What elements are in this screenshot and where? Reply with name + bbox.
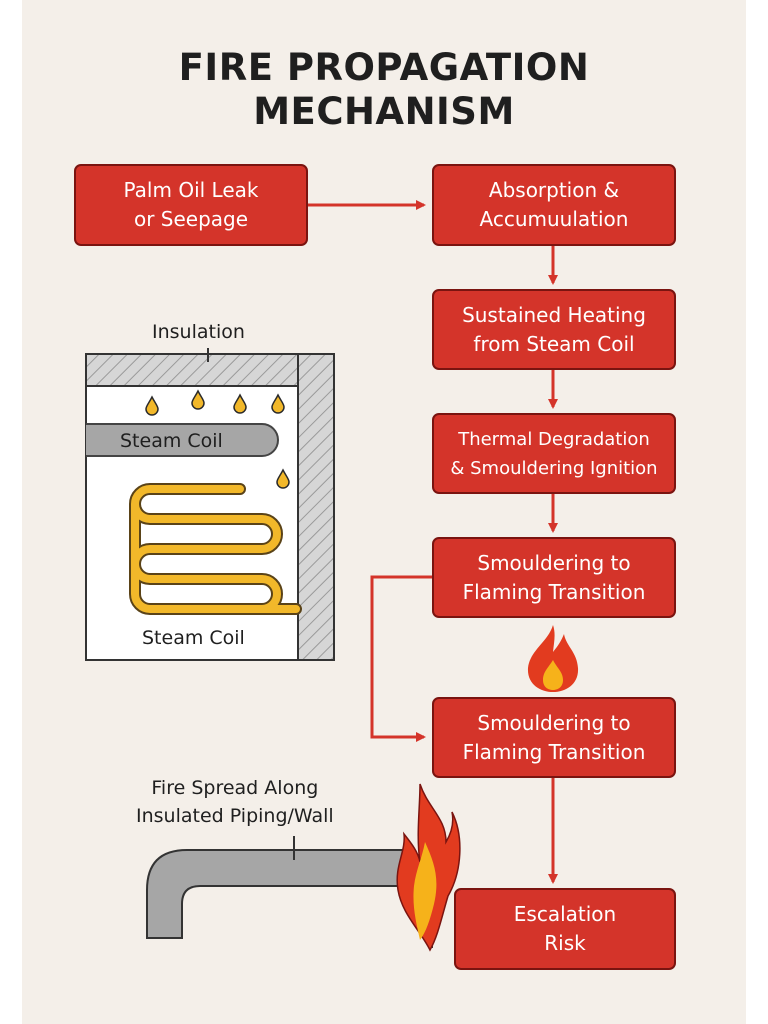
wall-flame-icon (396, 783, 461, 952)
box-label-line-2: or Seepage (133, 207, 249, 231)
box-absorption: Absorption & Accumuulation (432, 164, 676, 246)
box-label-line-2: Flaming Transition (462, 739, 646, 764)
box-flaming-transition-2: Smouldering to Flaming Transition (432, 697, 676, 778)
flow-arrows (308, 200, 558, 884)
box-label-line-1: Absorption & (488, 178, 620, 202)
insulation-label: Insulation (152, 321, 245, 343)
title-line-1: FIRE PROPAGATION (178, 46, 590, 89)
box-label-line-2: Flaming Transition (462, 579, 646, 604)
box-label-line-2: Risk (544, 931, 586, 955)
box-label-line-1: Escalation (513, 902, 617, 926)
box-label-line-2: & Smouldering Ignition (450, 457, 658, 479)
steam-coil-pipe (86, 423, 279, 457)
insulation-top (85, 353, 335, 387)
flame-icon (527, 625, 579, 692)
title-line-2: MECHANISM (253, 90, 515, 133)
steam-coil-illustration (85, 348, 335, 661)
box-label-line-1: Palm Oil Leak (123, 178, 259, 202)
box-sustained-heating: Sustained Heating from Steam Coil (432, 289, 676, 370)
box-thermal-degradation: Thermal Degradation & Smouldering Igniti… (432, 413, 676, 494)
box-label-line-1: Thermal Degradation (458, 428, 650, 450)
fire-spread-label-line-2: Insulated Piping/Wall (136, 805, 334, 827)
box-flaming-transition-1: Smouldering to Flaming Transition (432, 537, 676, 618)
fire-spread-illustration (146, 783, 461, 952)
insulated-pipe (146, 849, 411, 939)
insulation-right (297, 353, 335, 661)
steam-coil-top-label: Steam Coil (120, 430, 223, 452)
arrow-transition-loop (370, 575, 432, 742)
oil-drop-icon (145, 389, 290, 489)
steam-coil-bottom-label: Steam Coil (142, 627, 245, 649)
box-palm-oil-leak: Palm Oil Leak or Seepage (74, 164, 308, 246)
fire-spread-label-line-1: Fire Spread Along (151, 777, 319, 799)
box-label-line-1: Smouldering to (477, 710, 631, 735)
box-escalation-risk: Escalation Risk (454, 888, 676, 970)
box-label-line-2: from Steam Coil (473, 331, 635, 356)
box-label-line-2: Accumuulation (479, 207, 629, 231)
fire-spread-label: Fire Spread Along Insulated Piping/Wall (136, 774, 334, 830)
page-title: FIRE PROPAGATION MECHANISM (0, 46, 768, 134)
box-label-line-1: Sustained Heating (462, 302, 646, 327)
box-label-line-1: Smouldering to (477, 550, 631, 575)
